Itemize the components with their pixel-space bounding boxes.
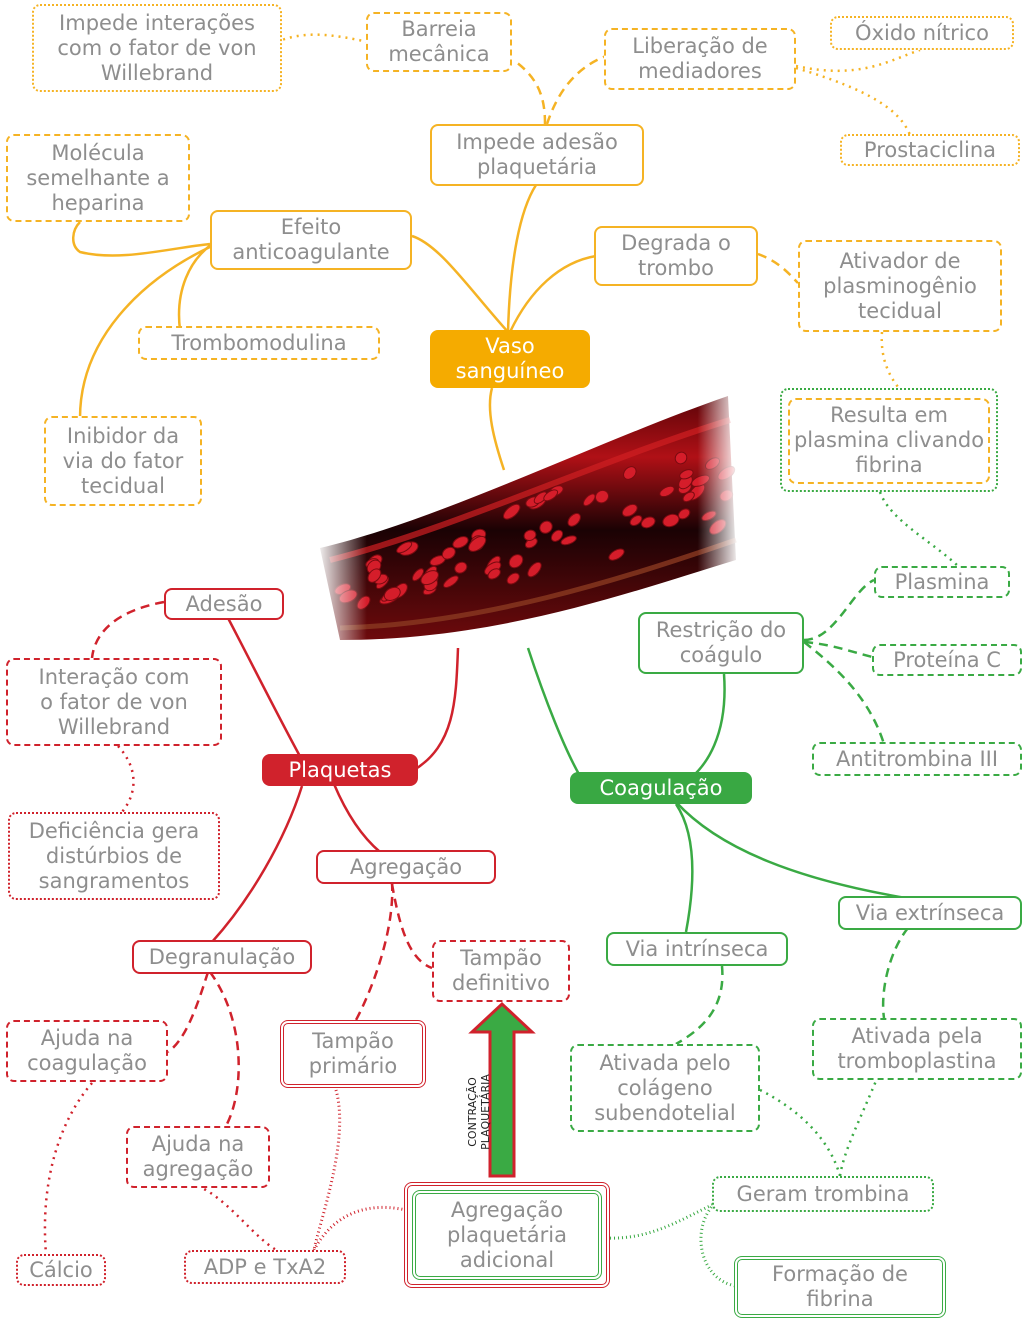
node-via-extrinseca[interactable]: Via extrínseca xyxy=(838,896,1022,930)
node-proteina-c[interactable]: Proteína C xyxy=(872,644,1022,676)
node-ajuda-coagulacao[interactable]: Ajuda na coagulação xyxy=(6,1020,168,1082)
node-formacao-fibrina[interactable]: Formação de fibrina xyxy=(734,1256,946,1318)
node-liberacao-mediadores[interactable]: Liberação de mediadores xyxy=(604,28,796,90)
node-geram-trombina[interactable]: Geram trombina xyxy=(712,1176,934,1212)
node-coagulacao[interactable]: Coagulação xyxy=(570,772,752,804)
node-agregacao-adicional[interactable]: Agregação plaquetária adicional xyxy=(404,1182,610,1288)
node-ativada-colageno[interactable]: Ativada pelo colágeno subendotelial xyxy=(570,1044,760,1132)
node-degranulacao[interactable]: Degranulação xyxy=(132,940,312,974)
node-calcio[interactable]: Cálcio xyxy=(16,1254,106,1286)
node-ajuda-agregacao[interactable]: Ajuda na agregação xyxy=(126,1126,270,1188)
node-ativador-plasminogenio[interactable]: Ativador de plasminogênio tecidual xyxy=(798,240,1002,332)
node-agregacao[interactable]: Agregação xyxy=(316,850,496,884)
node-efeito-anticoagulante[interactable]: Efeito anticoagulante xyxy=(210,210,412,270)
contraction-arrow xyxy=(468,1001,536,1178)
node-tampao-definitivo[interactable]: Tampão definitivo xyxy=(432,940,570,1002)
blood-vessel-illustration xyxy=(316,390,740,650)
node-plasmina[interactable]: Plasmina xyxy=(874,566,1010,598)
node-resulta-plasmina[interactable]: Resulta em plasmina clivando fibrina xyxy=(780,388,998,492)
node-vaso-sanguineo[interactable]: Vaso sanguíneo xyxy=(430,330,590,388)
node-adesao[interactable]: Adesão xyxy=(164,588,284,620)
node-plaquetas[interactable]: Plaquetas xyxy=(262,754,418,786)
node-degrada-trombo[interactable]: Degrada o trombo xyxy=(594,226,758,286)
contracao-plaquetaria-label: CONTRAÇÃO PLAQUETÁRIA xyxy=(466,1074,492,1150)
node-tampao-primario[interactable]: Tampão primário xyxy=(280,1020,426,1088)
node-adp-txa2[interactable]: ADP e TxA2 xyxy=(184,1250,346,1284)
node-inibidor-fator-tecidual[interactable]: Inibidor da via do fator tecidual xyxy=(44,416,202,506)
node-prostaciclina[interactable]: Prostaciclina xyxy=(840,134,1020,166)
node-oxido-nitrico[interactable]: Óxido nítrico xyxy=(830,16,1014,50)
node-von-willebrand-interacoes[interactable]: Impede interações com o fator de von Wil… xyxy=(32,4,282,92)
node-barreira-mecanica[interactable]: Barreia mecânica xyxy=(366,12,512,72)
node-trombomodulina[interactable]: Trombomodulina xyxy=(138,326,380,360)
node-ativada-tromboplastina[interactable]: Ativada pela tromboplastina xyxy=(812,1018,1022,1080)
node-antitrombina[interactable]: Antitrombina III xyxy=(812,742,1022,776)
node-interacao-von-willebrand[interactable]: Interação com o fator de von Willebrand xyxy=(6,658,222,746)
node-impede-adesao[interactable]: Impede adesão plaquetária xyxy=(430,124,644,186)
node-via-intrinseca[interactable]: Via intrínseca xyxy=(606,932,788,966)
node-molecula-heparina[interactable]: Molécula semelhante a heparina xyxy=(6,134,190,222)
node-deficiencia-sangramentos[interactable]: Deficiência gera distúrbios de sangramen… xyxy=(8,812,220,900)
node-restricao-coagulo[interactable]: Restrição do coágulo xyxy=(638,612,804,674)
